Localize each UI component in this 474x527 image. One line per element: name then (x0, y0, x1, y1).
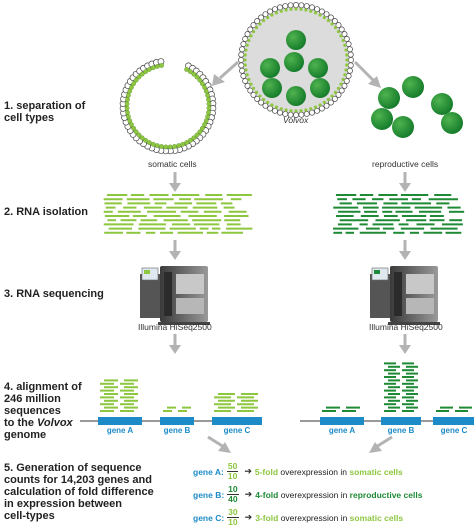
ratio-denominator: 40 (228, 494, 238, 504)
arrow-right-icon: ➔ (244, 466, 252, 476)
gene-label-left-a: gene A (107, 426, 134, 435)
result-gene-label: gene A: (193, 466, 224, 477)
arrow-right-icon: ➔ (244, 489, 253, 499)
ratio-denominator: 10 (227, 471, 238, 481)
reads-reproductive (322, 362, 472, 412)
somatic-caption: somatic cells (148, 159, 197, 169)
overexpressing-cell-type: somatic cells (349, 466, 403, 477)
result-text: overexpression in (278, 466, 350, 477)
genome-track-somatic (80, 417, 262, 425)
fold-change: 5-fold (254, 466, 279, 477)
genome-track-reproductive (300, 417, 474, 425)
result-text: overexpression in (278, 489, 350, 500)
arrow-right-icon: ➔ (244, 512, 253, 522)
rna-fragments-somatic (103, 194, 253, 234)
result-gene-label: gene C: (193, 512, 225, 523)
overexpressing-cell-type: somatic cells (349, 512, 404, 523)
step-3-label: 3. RNA sequencing (4, 288, 104, 300)
volvox-colony (238, 2, 354, 118)
sequencer-right (370, 266, 440, 325)
ratio-numerator: 50 (226, 461, 239, 472)
gene-a-box-left (98, 417, 142, 425)
ratio-numerator: 10 (227, 484, 239, 495)
gene-b-box-right (381, 417, 421, 425)
gene-label-right-b: gene B (388, 426, 415, 435)
reproductive-cells (371, 76, 463, 138)
somatic-cells-ring (119, 58, 217, 155)
gene-c-box-right (433, 417, 474, 425)
ratio-denominator: 10 (228, 517, 238, 527)
process-arrows (169, 60, 411, 453)
reads-somatic (100, 379, 258, 412)
rna-fragments-reproductive (333, 194, 465, 234)
gene-label-right-c: gene C (441, 426, 468, 435)
step-2-label: 2. RNA isolation (4, 206, 88, 218)
gene-c-box-left (212, 417, 262, 425)
gene-label-left-b: gene B (164, 426, 191, 435)
ratio-numerator: 30 (227, 507, 239, 518)
result-gene-label: gene B: (193, 489, 225, 500)
sequencer-right-caption: Illumina HiSeq2500 (369, 322, 443, 332)
fold-change: 4-fold (255, 489, 279, 500)
volvox-caption: Volvox (283, 115, 309, 125)
gene-b-box-left (160, 417, 194, 425)
gene-label-left-c: gene C (224, 426, 251, 435)
fold-change: 3-fold (255, 512, 279, 523)
overexpressing-cell-type: reproductive cells (349, 489, 423, 500)
gene-a-box-right (320, 417, 364, 425)
sequencer-left (140, 266, 210, 325)
reproductive-caption: reproductive cells (372, 159, 439, 169)
gene-label-right-a: gene A (329, 426, 356, 435)
sequencer-left-caption: Illumina HiSeq2500 (138, 322, 212, 332)
result-text: overexpression in (278, 512, 350, 523)
